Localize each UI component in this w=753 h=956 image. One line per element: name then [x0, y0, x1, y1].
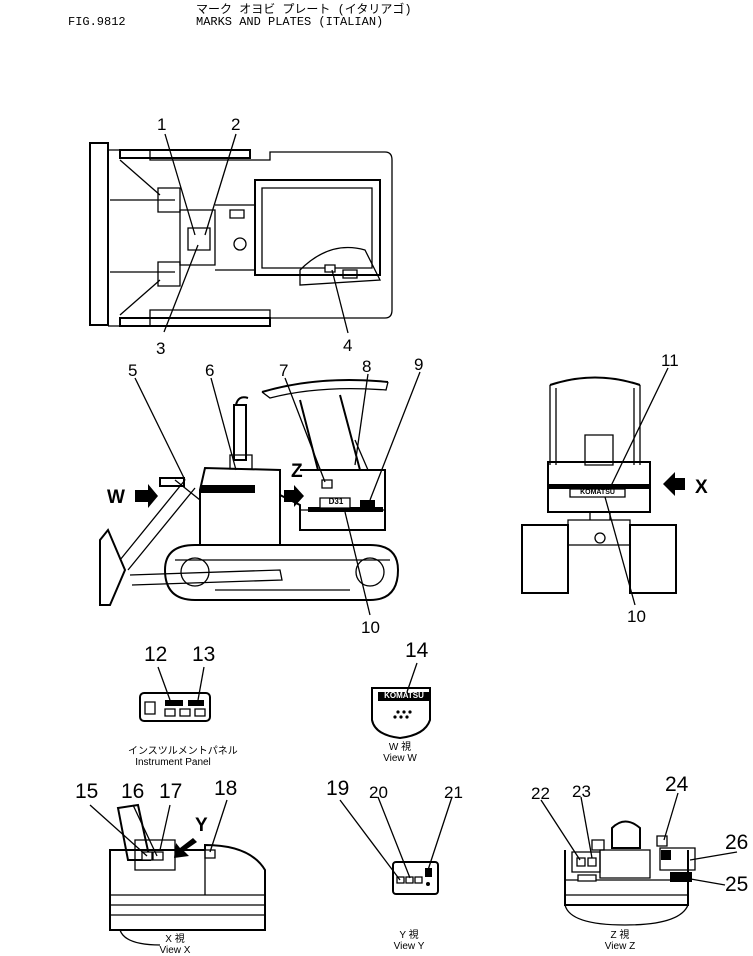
view-w-caption: View W [383, 753, 417, 764]
callout-26: 26 [725, 831, 749, 854]
arrow-y-icon [174, 838, 197, 858]
callout-17: 17 [159, 780, 183, 803]
callout-14: 14 [405, 639, 429, 662]
model-decal: D31 [328, 497, 344, 506]
view-letter-y: Y [195, 815, 208, 836]
callout-18: 18 [214, 777, 238, 800]
callout-13: 13 [192, 643, 216, 666]
callout-2: 2 [231, 115, 241, 134]
callout-8: 8 [362, 357, 372, 376]
dozer-rear-view [522, 378, 676, 594]
komatsu-decal-w: KOMATSU [384, 691, 424, 700]
callout-9: 9 [414, 355, 424, 374]
instrument-panel [140, 693, 210, 721]
arrow-z-icon [284, 485, 304, 507]
figure-title: MARKS AND PLATES (ITALIAN) [196, 15, 384, 29]
callout-21: 21 [444, 783, 463, 802]
callout-5: 5 [128, 361, 138, 380]
view-x-caption-jp: X 視 [165, 934, 185, 945]
view-w-detail [372, 688, 430, 738]
view-z-caption: View Z [604, 941, 636, 952]
callout-10-side: 10 [361, 618, 380, 637]
callout-20: 20 [369, 783, 388, 802]
view-y-caption: View Y [393, 941, 425, 952]
callout-1: 1 [157, 115, 167, 134]
callout-24: 24 [665, 773, 689, 796]
instrument-panel-caption-jp: インスツルメントパネル [128, 746, 238, 757]
view-z-detail [565, 822, 695, 926]
callout-4: 4 [343, 336, 353, 355]
callout-12: 12 [144, 643, 168, 666]
callout-15: 15 [75, 780, 99, 803]
arrow-w-icon [135, 484, 158, 508]
figure-title-japanese: マーク オヨビ プレート (イタリアゴ) [196, 3, 412, 17]
view-letter-z: Z [291, 461, 303, 482]
callout-16: 16 [121, 780, 145, 803]
view-x-detail [110, 805, 265, 945]
callout-3: 3 [156, 339, 166, 358]
callout-25: 25 [725, 873, 749, 896]
arrow-x-icon [663, 472, 685, 496]
callout-6: 6 [205, 361, 215, 380]
callout-23: 23 [572, 782, 591, 801]
view-y-caption-jp: Y 視 [399, 930, 419, 941]
view-letter-x: X [695, 477, 708, 498]
view-y-detail [393, 862, 438, 894]
view-w-caption-jp: W 視 [388, 742, 412, 753]
view-x-caption: View X [159, 945, 191, 956]
callout-19: 19 [326, 777, 350, 800]
view-z-caption-jp: Z 視 [610, 930, 630, 941]
dozer-top-view [90, 143, 392, 326]
figure-number: FIG.9812 [68, 15, 126, 29]
callout-10-rear: 10 [627, 607, 646, 626]
instrument-panel-caption: Instrument Panel [135, 757, 211, 768]
callout-11: 11 [661, 351, 679, 370]
leader-lines [90, 134, 737, 885]
callout-7: 7 [279, 361, 289, 380]
callout-22: 22 [531, 784, 550, 803]
komatsu-decal-rear: KOMATSU [580, 489, 615, 496]
view-letter-w: W [107, 487, 125, 508]
